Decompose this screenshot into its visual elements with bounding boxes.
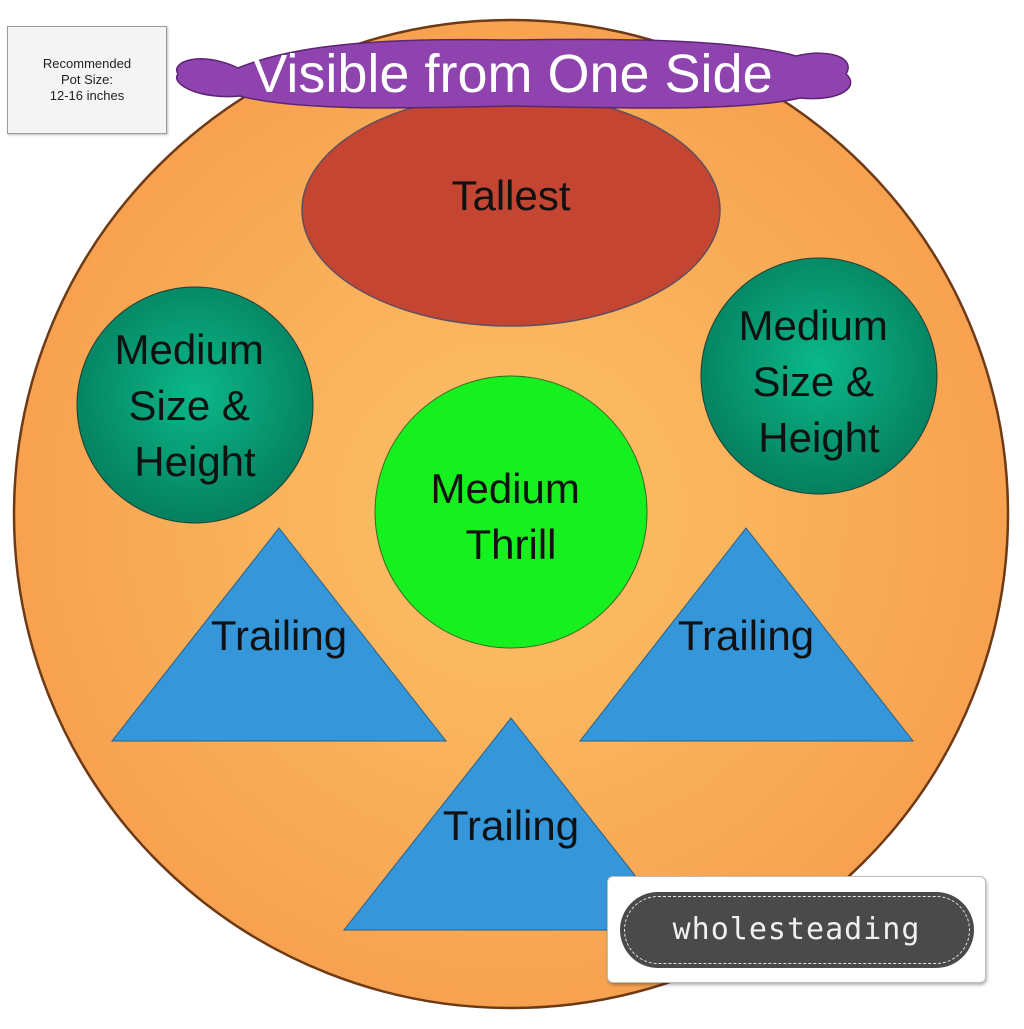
thrill-line: Thrill [466, 521, 557, 568]
tallest-label: Tallest [451, 172, 570, 219]
medium-left-zone [76, 286, 314, 524]
note-line: 12-16 inches [49, 88, 125, 103]
trailing-left-zone [110, 527, 448, 742]
trailing-bottom-label: Trailing [443, 802, 579, 849]
title-text: Visible from One Side [251, 44, 772, 104]
trailing-right-label: Trailing [678, 612, 814, 659]
note-line: Recommended [42, 56, 132, 71]
brand-text: wholesteading [672, 912, 921, 947]
medium-left-line: Size & [128, 382, 249, 429]
trailing-bottom-zone [342, 717, 680, 931]
brand-logo: wholesteading [619, 891, 974, 968]
trailing-left-label: Trailing [211, 612, 347, 659]
medium-right-zone [700, 257, 938, 495]
note-line: Pot Size: [60, 72, 114, 87]
medium-left-line: Height [134, 438, 256, 485]
medium-right-line: Medium [738, 302, 887, 349]
medium-right-line: Height [758, 414, 880, 461]
medium-left-line: Medium [114, 326, 263, 373]
brand-logo-card: wholesteading [607, 876, 986, 983]
thrill-zone [374, 375, 648, 649]
medium-left-label: Medium Size & Height [114, 326, 275, 485]
medium-right-line: Size & [752, 358, 873, 405]
thrill-line: Medium [430, 465, 579, 512]
title-banner: Visible from One Side [175, 38, 852, 109]
trailing-right-zone [578, 527, 915, 742]
medium-right-label: Medium Size & Height [738, 302, 899, 461]
pot-size-note: Recommended Pot Size: 12-16 inches [7, 26, 167, 134]
thrill-label: Medium Thrill [430, 465, 591, 568]
